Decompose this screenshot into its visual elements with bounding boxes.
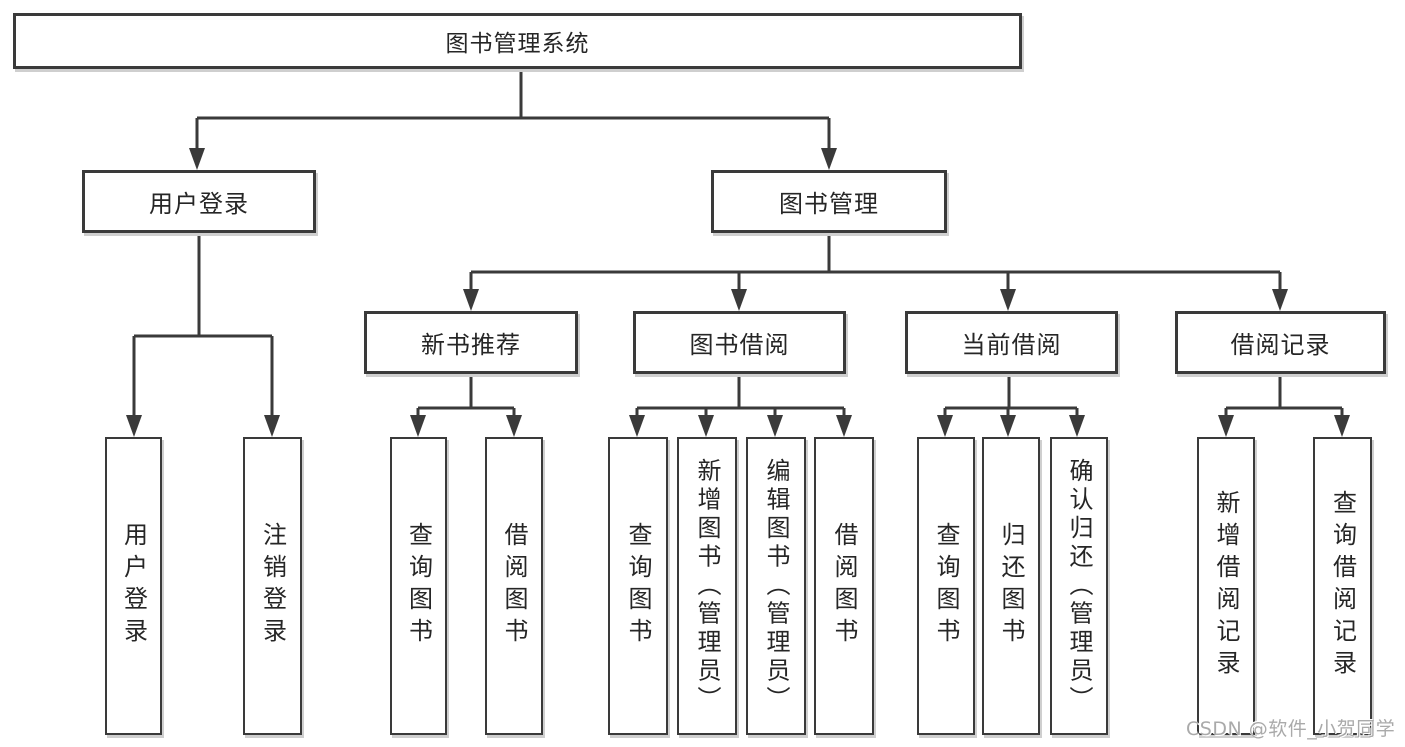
leaf-query-books-recommend: 查询图书 — [390, 437, 447, 735]
node-label: 借阅图书 — [830, 522, 858, 650]
node-label: 编辑图书（管理员） — [762, 457, 790, 715]
leaf-query-borrow-record: 查询借阅记录 — [1313, 437, 1372, 735]
node-current-borrow: 当前借阅 — [905, 311, 1118, 374]
leaf-query-books-current: 查询图书 — [917, 437, 975, 735]
node-label: 新书推荐 — [421, 331, 521, 359]
node-label: 图书管理系统 — [445, 31, 590, 57]
node-label: 借阅图书 — [500, 522, 528, 650]
leaf-borrow-book: 借阅图书 — [814, 437, 874, 735]
leaf-query-books-borrow: 查询图书 — [608, 437, 668, 735]
node-label: 新增借阅记录 — [1212, 490, 1240, 682]
node-label: 查询借阅记录 — [1328, 490, 1357, 682]
node-label: 查询图书 — [404, 522, 433, 650]
node-label: 当前借阅 — [961, 331, 1062, 359]
node-new-book-recommend: 新书推荐 — [364, 311, 578, 374]
node-label: 用户登录 — [119, 522, 148, 650]
csdn-watermark: CSDN @软件_小贺同学 — [1186, 718, 1396, 740]
leaf-logout: 注销登录 — [243, 437, 302, 735]
leaf-edit-book-admin: 编辑图书（管理员） — [746, 437, 806, 735]
node-label: 注销登录 — [258, 522, 287, 650]
node-root-system: 图书管理系统 — [13, 13, 1022, 69]
node-user-login-module: 用户登录 — [82, 170, 316, 233]
leaf-add-book-admin: 新增图书（管理员） — [677, 437, 737, 735]
node-label: 图书管理 — [779, 190, 879, 218]
node-label: 查询图书 — [932, 522, 960, 650]
node-label: 新增图书（管理员） — [693, 457, 721, 715]
node-label: 借阅记录 — [1230, 331, 1331, 359]
node-book-borrow: 图书借阅 — [633, 311, 846, 374]
node-label: 归还图书 — [997, 522, 1025, 650]
leaf-borrow-books-recommend: 借阅图书 — [485, 437, 543, 735]
node-borrow-records: 借阅记录 — [1175, 311, 1386, 374]
node-label: 查询图书 — [624, 522, 652, 650]
leaf-confirm-return-admin: 确认归还（管理员） — [1050, 437, 1108, 735]
leaf-add-borrow-record: 新增借阅记录 — [1197, 437, 1255, 735]
arrowhead-icons — [126, 148, 1350, 437]
leaf-return-book: 归还图书 — [982, 437, 1040, 735]
node-label: 用户登录 — [149, 190, 249, 218]
node-book-management: 图书管理 — [711, 170, 947, 233]
node-label: 确认归还（管理员） — [1065, 457, 1093, 715]
leaf-user-login: 用户登录 — [105, 437, 162, 735]
node-label: 图书借阅 — [689, 331, 790, 359]
